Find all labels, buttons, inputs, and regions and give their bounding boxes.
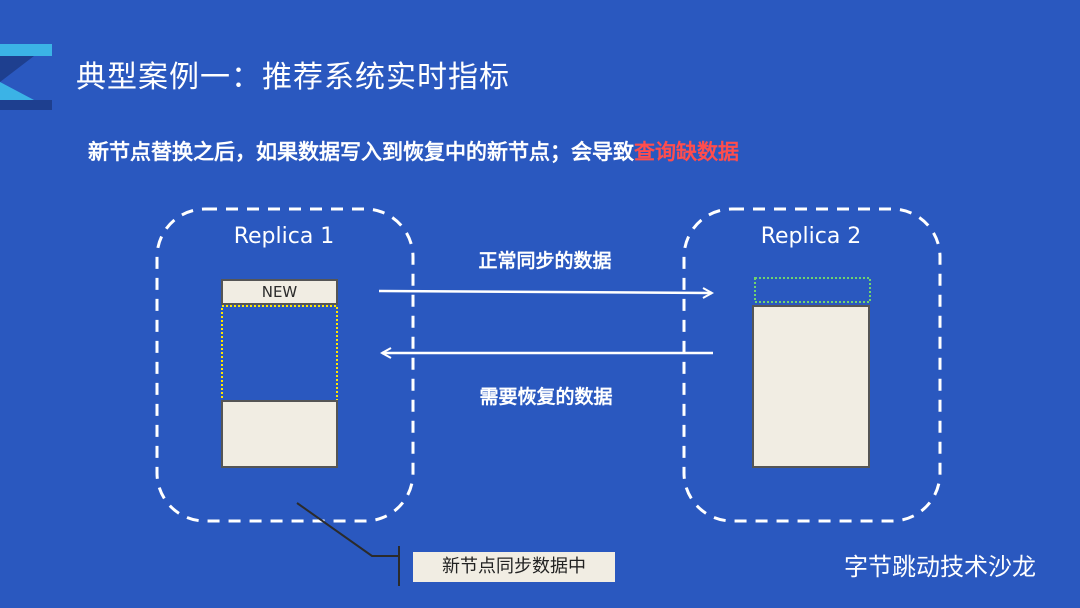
status-callout-line bbox=[296, 502, 399, 557]
recovery-label: 需要恢复的数据 bbox=[479, 386, 613, 408]
replica1-data-block bbox=[221, 400, 338, 468]
replica2-container bbox=[682, 207, 942, 523]
status-label: 新节点同步数据中 bbox=[413, 552, 615, 582]
replica2-pending-block bbox=[754, 277, 871, 303]
new-block-label: NEW bbox=[261, 283, 298, 301]
brand-watermark: 字节跳动技术沙龙 bbox=[844, 553, 1036, 581]
replica1-container bbox=[155, 207, 415, 523]
logo-icon bbox=[0, 44, 52, 110]
slide-title: 典型案例一：推荐系统实时指标 bbox=[76, 60, 510, 95]
slide-subtitle: 新节点替换之后，如果数据写入到恢复中的新节点；会导致查询缺数据 bbox=[88, 136, 739, 166]
replica2-label: Replica 2 bbox=[760, 224, 862, 249]
replica2-data-block bbox=[752, 305, 870, 468]
replica1-new-block bbox=[221, 279, 338, 305]
sync-arrow-right bbox=[378, 291, 712, 293]
subtitle-text: 新节点替换之后，如果数据写入到恢复中的新节点；会导致 bbox=[88, 140, 634, 164]
subtitle-highlight: 查询缺数据 bbox=[634, 140, 739, 164]
normal-sync-label: 正常同步的数据 bbox=[478, 250, 612, 272]
replica1-recovering-block bbox=[221, 305, 338, 402]
replica1-label: Replica 1 bbox=[233, 224, 335, 249]
